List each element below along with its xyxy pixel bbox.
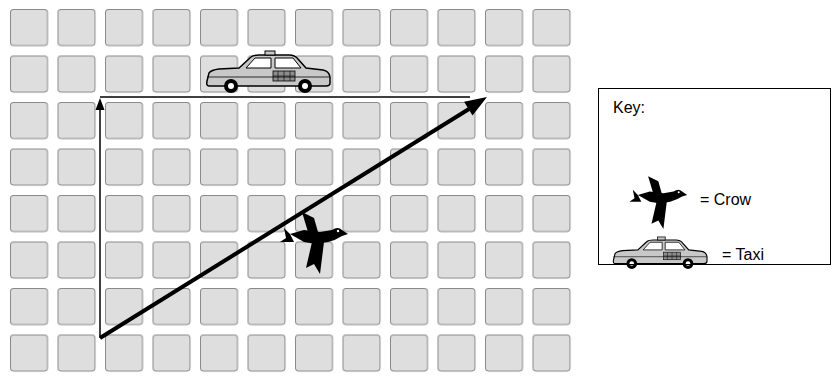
- city-blocks: [10, 9, 580, 381]
- crow-icon: [280, 212, 348, 274]
- key-box: Key:: [598, 88, 831, 265]
- taxi-icon: [207, 51, 330, 93]
- taxi-route: [96, 97, 471, 338]
- crow-route: [100, 97, 487, 338]
- legend-crow-icon: [629, 176, 687, 229]
- key-heading: Key:: [613, 98, 816, 117]
- legend-label: = Crow: [700, 190, 751, 209]
- legend-label: = Taxi: [722, 245, 764, 264]
